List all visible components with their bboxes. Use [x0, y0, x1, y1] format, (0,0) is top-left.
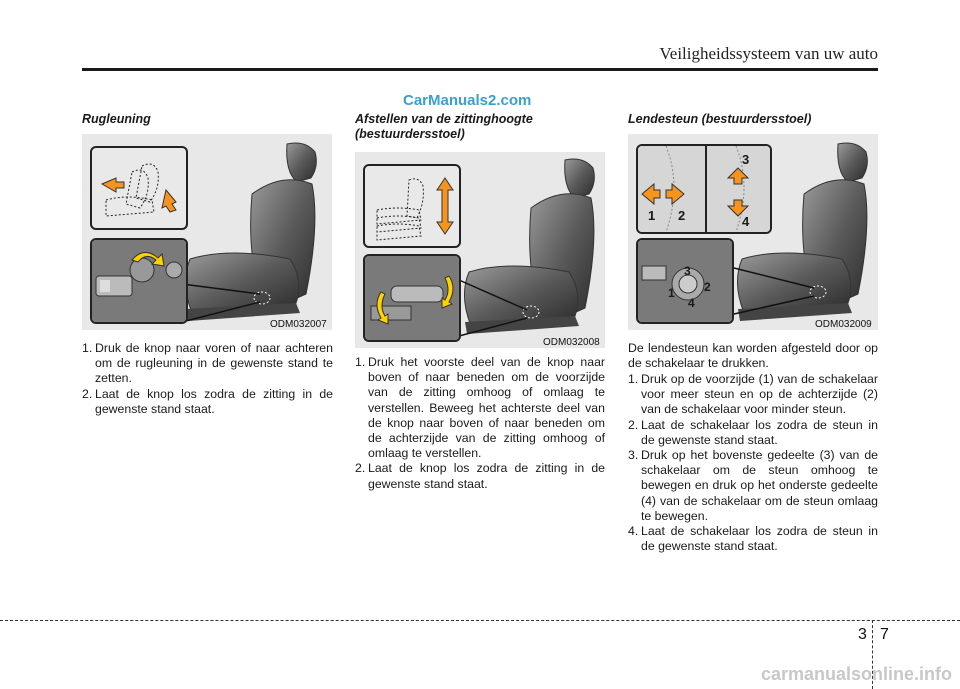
- seat-illustration: [181, 142, 317, 323]
- callout-1: 1: [648, 208, 656, 223]
- footer-divider: [872, 620, 873, 689]
- list-item: 3.Druk op het bovenste gedeelte (3) van …: [628, 448, 878, 523]
- callout-4: 4: [688, 296, 695, 310]
- section-title-backrest: Rugleuning: [82, 112, 151, 126]
- figure-seat-height: [355, 152, 605, 348]
- footer-rule: [0, 620, 960, 621]
- inset-lumbar-diagram: 1 2 3 4: [636, 144, 772, 234]
- seat-illustration: [733, 142, 868, 321]
- callout-3: 3: [684, 264, 691, 278]
- steps-list-seat-height: 1.Druk het voorste deel van de knop naar…: [355, 355, 605, 492]
- figure-code: ODM032009: [815, 319, 872, 330]
- inset-backrest-knob: [90, 238, 188, 324]
- list-item: 2.Laat de knop los zodra de zitting in d…: [82, 386, 333, 416]
- callout-3: 3: [742, 152, 750, 167]
- inset-seat-height-knob: [363, 254, 461, 342]
- steps-list-lumbar: 1.Druk op de voorzijde (1) van de schake…: [628, 372, 878, 554]
- lumbar-intro: De lendesteun kan worden afgesteld door …: [628, 341, 878, 371]
- callout-1: 1: [668, 286, 675, 300]
- list-item: 2.Laat de schakelaar los zodra de steun …: [628, 417, 878, 447]
- figure-code: ODM032008: [543, 337, 600, 348]
- section-title-seat-height: Afstellen van de zittinghoogte (bestuurd…: [355, 112, 533, 141]
- inset-seat-height-diagram: [363, 164, 461, 248]
- list-item: 2.Laat de knop los zodra de zitting in d…: [355, 461, 605, 491]
- figure-backrest: [82, 134, 332, 330]
- figure-code: ODM032007: [270, 319, 327, 330]
- list-item: 1.Druk op de voorzijde (1) van de schake…: [628, 372, 878, 417]
- running-header: Veiligheidssysteem van uw auto: [659, 44, 878, 63]
- section-title-lumbar: Lendesteun (bestuurdersstoel): [628, 112, 812, 126]
- seat-illustration: [458, 158, 595, 337]
- list-item: 4.Laat de schakelaar los zodra de steun …: [628, 524, 878, 554]
- page-number: 7: [880, 626, 889, 643]
- chapter-number: 3: [858, 626, 867, 643]
- list-item: 1.Druk het voorste deel van de knop naar…: [355, 355, 605, 461]
- steps-list-backrest: 1.Druk de knop naar voren of naar achter…: [82, 341, 333, 417]
- callout-2: 2: [678, 208, 686, 223]
- watermark-bottom: carmanualsonline.info: [760, 664, 952, 684]
- inset-lumbar-switch: 3 2 1 4: [636, 238, 734, 324]
- callout-4: 4: [742, 214, 750, 229]
- callout-2: 2: [704, 280, 711, 294]
- watermark-top: CarManuals2.com: [403, 92, 532, 109]
- figure-lumbar: 1 2 3 4 3 2 1 4: [628, 134, 878, 330]
- inset-backrest-diagram: [90, 146, 188, 230]
- list-item: 1.Druk de knop naar voren of naar achter…: [82, 341, 333, 386]
- header-rule: [82, 68, 878, 71]
